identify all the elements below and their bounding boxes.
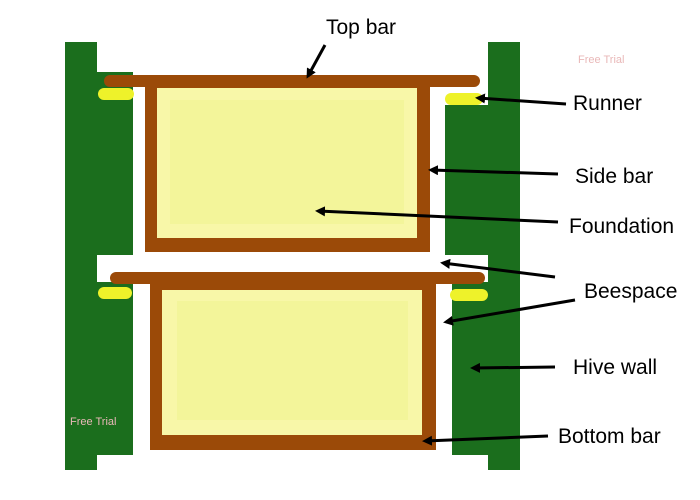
- watermark-top-right: Free Trial: [578, 54, 624, 66]
- upper-frame: [98, 75, 483, 252]
- arrow-hive-wall: [470, 362, 556, 373]
- watermark-bottom-left: Free Trial: [70, 416, 116, 428]
- label-beespace: Beespace: [584, 280, 677, 303]
- label-hive-wall: Hive wall: [573, 356, 657, 379]
- upper-foundation-inner: [170, 100, 404, 224]
- arrow-side-bar: [428, 165, 559, 176]
- arrows: [306, 44, 576, 446]
- lower-runner-right: [450, 289, 488, 301]
- arrow-top-bar: [306, 44, 327, 79]
- label-runner: Runner: [573, 92, 642, 115]
- lower-foundation-inner: [177, 301, 408, 420]
- arrow-runner: [475, 93, 567, 106]
- arrow-beespace-2: [443, 298, 576, 326]
- arrow-beespace-1: [440, 258, 556, 279]
- hive-wall-right: [445, 42, 520, 470]
- label-top-bar: Top bar: [326, 16, 396, 39]
- upper-top-bar: [104, 75, 480, 87]
- lower-runner-left: [98, 287, 132, 299]
- lower-top-bar: [110, 272, 485, 284]
- arrow-bottom-bar: [422, 434, 549, 446]
- upper-runner-right: [445, 93, 483, 105]
- label-side-bar: Side bar: [575, 165, 653, 188]
- label-foundation: Foundation: [569, 215, 674, 238]
- arrow-foundation: [315, 206, 559, 224]
- upper-runner-left: [98, 88, 134, 100]
- label-bottom-bar: Bottom bar: [558, 425, 661, 448]
- hive-wall-left: [65, 42, 133, 470]
- lower-frame: [98, 272, 488, 450]
